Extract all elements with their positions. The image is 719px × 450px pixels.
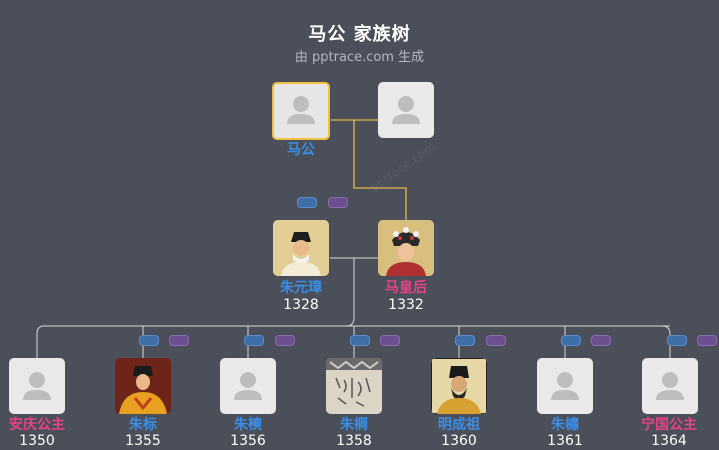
empress-portrait-icon xyxy=(378,220,434,276)
person-year-zhu-biao: 1355 xyxy=(125,433,161,449)
child-line-ma-huanghou xyxy=(353,120,407,220)
person-card-anqing[interactable] xyxy=(9,358,65,414)
relation-tag-blue[interactable] xyxy=(455,335,475,346)
calligraphy-image-icon xyxy=(326,358,382,414)
person-year-zhu-su: 1361 xyxy=(547,433,583,449)
trunk-line xyxy=(345,258,355,327)
emperor-portrait-icon xyxy=(431,358,487,414)
person-year-zhu-yuanzhang: 1328 xyxy=(283,297,319,313)
person-name-zhu-su[interactable]: 朱橚 xyxy=(551,417,579,433)
page-subtitle: 由 pptrace.com 生成 xyxy=(294,50,425,65)
person-year-anqing: 1350 xyxy=(19,433,55,449)
person-placeholder-icon xyxy=(287,96,315,124)
relation-tag-purple[interactable] xyxy=(328,197,348,208)
person-name-ma-huanghou[interactable]: 马皇后 xyxy=(385,280,427,296)
relation-tag-purple[interactable] xyxy=(486,335,506,346)
person-name-zhu-yuanzhang[interactable]: 朱元璋 xyxy=(280,280,322,296)
person-card-chengzu[interactable] xyxy=(431,358,487,414)
prince-portrait-icon xyxy=(115,358,171,414)
child-drop-anqing xyxy=(36,325,45,358)
relation-tag-blue[interactable] xyxy=(350,335,370,346)
person-card-zhu-yuanzhang[interactable] xyxy=(273,220,329,276)
person-year-ningguo: 1364 xyxy=(651,433,687,449)
relation-tag-purple[interactable] xyxy=(275,335,295,346)
relation-tag-purple[interactable] xyxy=(169,335,189,346)
relation-tag-purple[interactable] xyxy=(380,335,400,346)
person-card-zhu-gang[interactable] xyxy=(326,358,382,414)
emperor-portrait-icon xyxy=(273,220,329,276)
relation-tag-purple[interactable] xyxy=(591,335,611,346)
person-card-zhu-su[interactable] xyxy=(537,358,593,414)
person-placeholder-icon xyxy=(551,372,579,400)
person-card-ma-huanghou[interactable] xyxy=(378,220,434,276)
child-drop-ningguo xyxy=(661,325,671,358)
person-card-ningguo[interactable] xyxy=(642,358,698,414)
person-year-chengzu: 1360 xyxy=(441,433,477,449)
person-year-ma-huanghou: 1332 xyxy=(388,297,424,313)
person-name-zhu-shuang[interactable]: 朱樉 xyxy=(234,417,262,433)
person-name-ma-gong[interactable]: 马公 xyxy=(287,142,315,158)
person-placeholder-icon xyxy=(656,372,684,400)
person-name-zhu-biao[interactable]: 朱标 xyxy=(129,417,157,433)
person-card-zhu-shuang[interactable] xyxy=(220,358,276,414)
relation-tag-blue[interactable] xyxy=(561,335,581,346)
page-title: 马公 家族树 xyxy=(308,24,411,45)
person-year-zhu-gang: 1358 xyxy=(336,433,372,449)
relation-tag-blue[interactable] xyxy=(244,335,264,346)
relation-tag-blue[interactable] xyxy=(297,197,317,208)
person-placeholder-icon xyxy=(392,96,420,124)
person-name-ningguo[interactable]: 宁国公主 xyxy=(641,417,697,433)
person-card-zhu-biao[interactable] xyxy=(115,358,171,414)
person-card-ma-gong-spouse[interactable] xyxy=(378,82,434,138)
person-name-anqing[interactable]: 安庆公主 xyxy=(9,417,65,433)
person-card-ma-gong[interactable] xyxy=(272,82,330,140)
person-name-zhu-gang[interactable]: 朱棡 xyxy=(340,417,368,433)
relation-tag-blue[interactable] xyxy=(139,335,159,346)
person-year-zhu-shuang: 1356 xyxy=(230,433,266,449)
person-placeholder-icon xyxy=(23,372,51,400)
relation-tag-purple[interactable] xyxy=(697,335,717,346)
person-placeholder-icon xyxy=(234,372,262,400)
relation-tag-blue[interactable] xyxy=(667,335,687,346)
person-name-chengzu[interactable]: 明成祖 xyxy=(438,417,480,433)
